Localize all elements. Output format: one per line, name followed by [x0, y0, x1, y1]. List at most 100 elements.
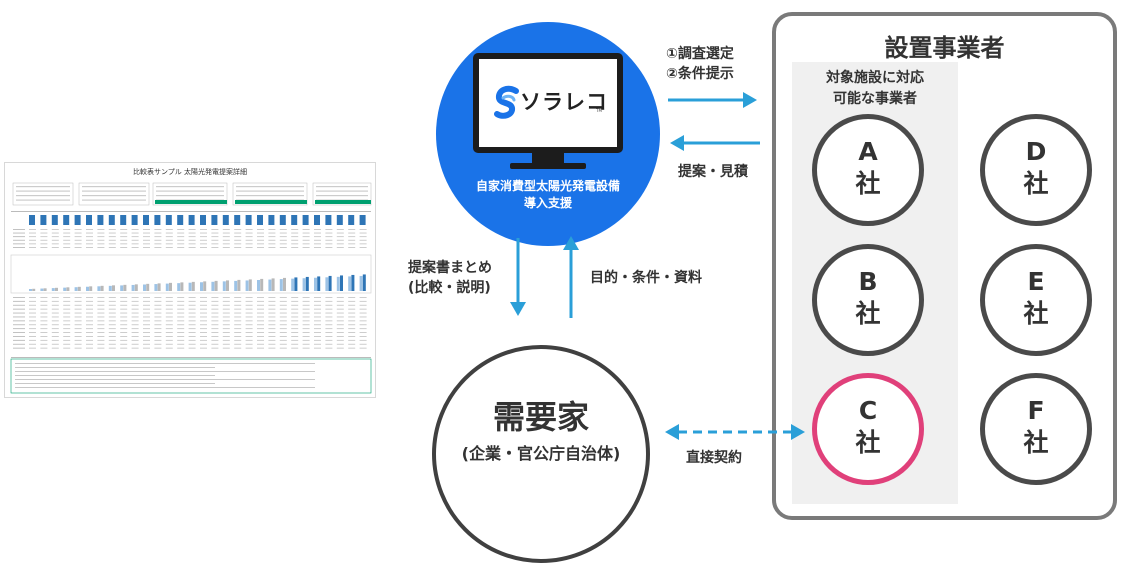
- doc-footer-line: [15, 363, 315, 364]
- doc-cell-line: [188, 336, 196, 337]
- doc-cell-line: [268, 328, 276, 330]
- doc-cell-line: [348, 247, 356, 248]
- doc-chart-bar-b: [157, 283, 161, 291]
- doc-cell-line: [325, 229, 333, 230]
- doc-cell-line: [211, 343, 219, 345]
- doc-header-line: [156, 186, 224, 188]
- doc-chart-bar-a: [314, 277, 317, 291]
- doc-cell-line: [120, 243, 128, 245]
- doc-cell-line: [29, 308, 36, 310]
- doc-cell-line: [188, 343, 196, 345]
- doc-cell-line: [74, 308, 82, 310]
- doc-cell-line: [154, 332, 162, 333]
- doc-cell-line: [143, 347, 150, 349]
- doc-cell-line: [74, 297, 82, 298]
- doc-cell-line: [211, 339, 219, 341]
- doc-cell-line: [359, 300, 367, 302]
- doc-cell-line: [143, 243, 150, 245]
- doc-cell-line: [348, 243, 356, 245]
- doc-cell-line: [336, 236, 344, 238]
- doc-cell-line: [279, 236, 287, 238]
- doc-column-bar: [120, 215, 127, 225]
- doc-cell-line: [97, 332, 105, 333]
- doc-cell-line: [74, 312, 82, 314]
- doc-cell-line: [222, 308, 230, 310]
- doc-cell-line: [29, 343, 36, 345]
- doc-chart-bar-b: [260, 278, 264, 291]
- doc-cell-line: [257, 324, 264, 326]
- doc-cell-line: [291, 300, 299, 302]
- doc-cell-line: [222, 339, 230, 341]
- company-letter: F: [1027, 396, 1045, 425]
- doc-cell-line: [165, 247, 173, 248]
- doc-header-block: [232, 182, 308, 206]
- doc-cell-line: [177, 236, 185, 238]
- doc-cell-line: [348, 328, 356, 330]
- doc-cell-line: [257, 229, 264, 230]
- doc-cell-line: [154, 236, 162, 238]
- operators-title: 設置事業者: [884, 34, 1005, 62]
- doc-cell-line: [74, 232, 82, 234]
- doc-cell-line: [291, 336, 299, 337]
- doc-cell-line: [314, 324, 321, 326]
- doc-cell-line: [234, 336, 242, 337]
- doc-cell-line: [245, 324, 253, 326]
- doc-cell-line: [51, 347, 59, 349]
- doc-cell-line: [222, 316, 230, 318]
- doc-cell-line: [143, 324, 150, 326]
- doc-cell-line: [279, 339, 287, 341]
- doc-cell-line: [348, 320, 356, 322]
- doc-cell-line: [63, 343, 71, 345]
- doc-cell-line: [29, 320, 36, 322]
- doc-cell-line: [336, 229, 344, 230]
- doc-cell-line: [222, 243, 230, 245]
- doc-row-label: [13, 328, 25, 330]
- doc-cell-line: [120, 229, 128, 230]
- doc-cell-line: [200, 297, 207, 298]
- doc-cell-line: [40, 232, 48, 234]
- doc-cell-line: [302, 336, 310, 337]
- doc-chart-bar-b: [123, 284, 127, 291]
- doc-cell-line: [222, 324, 230, 326]
- platform-caption-line2: 導入支援: [523, 196, 572, 210]
- doc-header-line: [82, 190, 146, 192]
- doc-cell-line: [29, 239, 36, 241]
- doc-cell-line: [108, 312, 116, 314]
- doc-cell-line: [291, 320, 299, 322]
- doc-cell-line: [120, 239, 128, 241]
- doc-cell-line: [200, 247, 207, 248]
- doc-cell-line: [29, 339, 36, 341]
- doc-cell-line: [234, 328, 242, 330]
- doc-cell-line: [131, 239, 139, 241]
- flow-proposal-comparison: (比較・説明): [408, 280, 491, 296]
- doc-cell-line: [51, 247, 59, 248]
- doc-cell-line: [29, 243, 36, 245]
- doc-cell-line: [200, 300, 207, 302]
- doc-cell-line: [86, 297, 93, 298]
- doc-cell-line: [211, 312, 219, 314]
- doc-cell-line: [359, 243, 367, 245]
- doc-cell-line: [234, 343, 242, 345]
- doc-column-bar: [234, 215, 241, 225]
- doc-cell-line: [143, 339, 150, 341]
- doc-cell-line: [234, 239, 242, 241]
- doc-header-line: [316, 195, 368, 197]
- doc-cell-line: [131, 232, 139, 234]
- doc-cell-line: [200, 232, 207, 234]
- doc-column-bar: [291, 215, 298, 225]
- doc-cell-line: [154, 320, 162, 322]
- doc-cell-line: [336, 324, 344, 326]
- doc-cell-line: [359, 332, 367, 333]
- doc-cell-line: [291, 316, 299, 318]
- doc-cell-line: [74, 304, 82, 306]
- doc-cell-line: [245, 243, 253, 245]
- doc-cell-line: [63, 332, 71, 333]
- doc-column-bar: [245, 215, 252, 225]
- doc-cell-line: [120, 336, 128, 337]
- doc-cell-line: [325, 247, 333, 248]
- doc-cell-line: [348, 239, 356, 241]
- doc-cell-line: [29, 297, 36, 298]
- doc-cell-line: [234, 304, 242, 306]
- doc-cell-line: [177, 328, 185, 330]
